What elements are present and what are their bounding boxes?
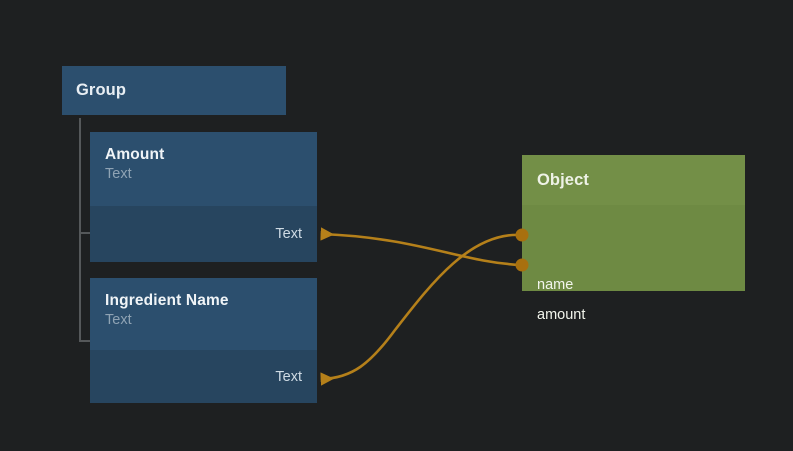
group-tree-stub-amount — [79, 232, 91, 234]
field-card-ingredient-name-type: Text — [105, 311, 132, 328]
field-card-amount-header: Amount Text — [90, 132, 317, 206]
group-header[interactable]: Group — [62, 66, 286, 115]
object-node-header: Object — [522, 155, 745, 205]
port-dot-name[interactable] — [515, 228, 529, 242]
field-card-ingredient-name-header: Ingredient Name Text — [90, 278, 317, 350]
field-card-amount[interactable]: Amount Text Text — [90, 132, 317, 262]
edge-name-to-ingredient-field — [320, 233, 523, 386]
field-card-ingredient-name-body[interactable]: Text — [90, 350, 317, 403]
group-header-label: Group — [76, 81, 126, 99]
field-card-amount-type: Text — [105, 165, 132, 182]
field-card-ingredient-name-title: Ingredient Name — [105, 292, 229, 309]
object-node-body: name amount — [522, 205, 745, 323]
field-card-ingredient-name-port-label: Text — [275, 368, 302, 385]
port-dot-amount[interactable] — [515, 258, 529, 272]
object-property-amount[interactable]: amount — [537, 307, 586, 323]
field-card-amount-port-label: Text — [275, 226, 302, 242]
edge-amount-to-amount-field — [320, 227, 523, 267]
object-node[interactable]: Object name amount — [522, 155, 745, 323]
field-card-amount-title: Amount — [105, 146, 165, 163]
field-card-amount-body[interactable]: Text — [90, 206, 317, 262]
group-tree-stub-ingredient — [79, 340, 91, 342]
object-property-name[interactable]: name — [537, 277, 574, 293]
group-tree-spine — [79, 118, 81, 342]
field-card-ingredient-name[interactable]: Ingredient Name Text Text — [90, 278, 317, 403]
object-node-title: Object — [537, 170, 589, 189]
